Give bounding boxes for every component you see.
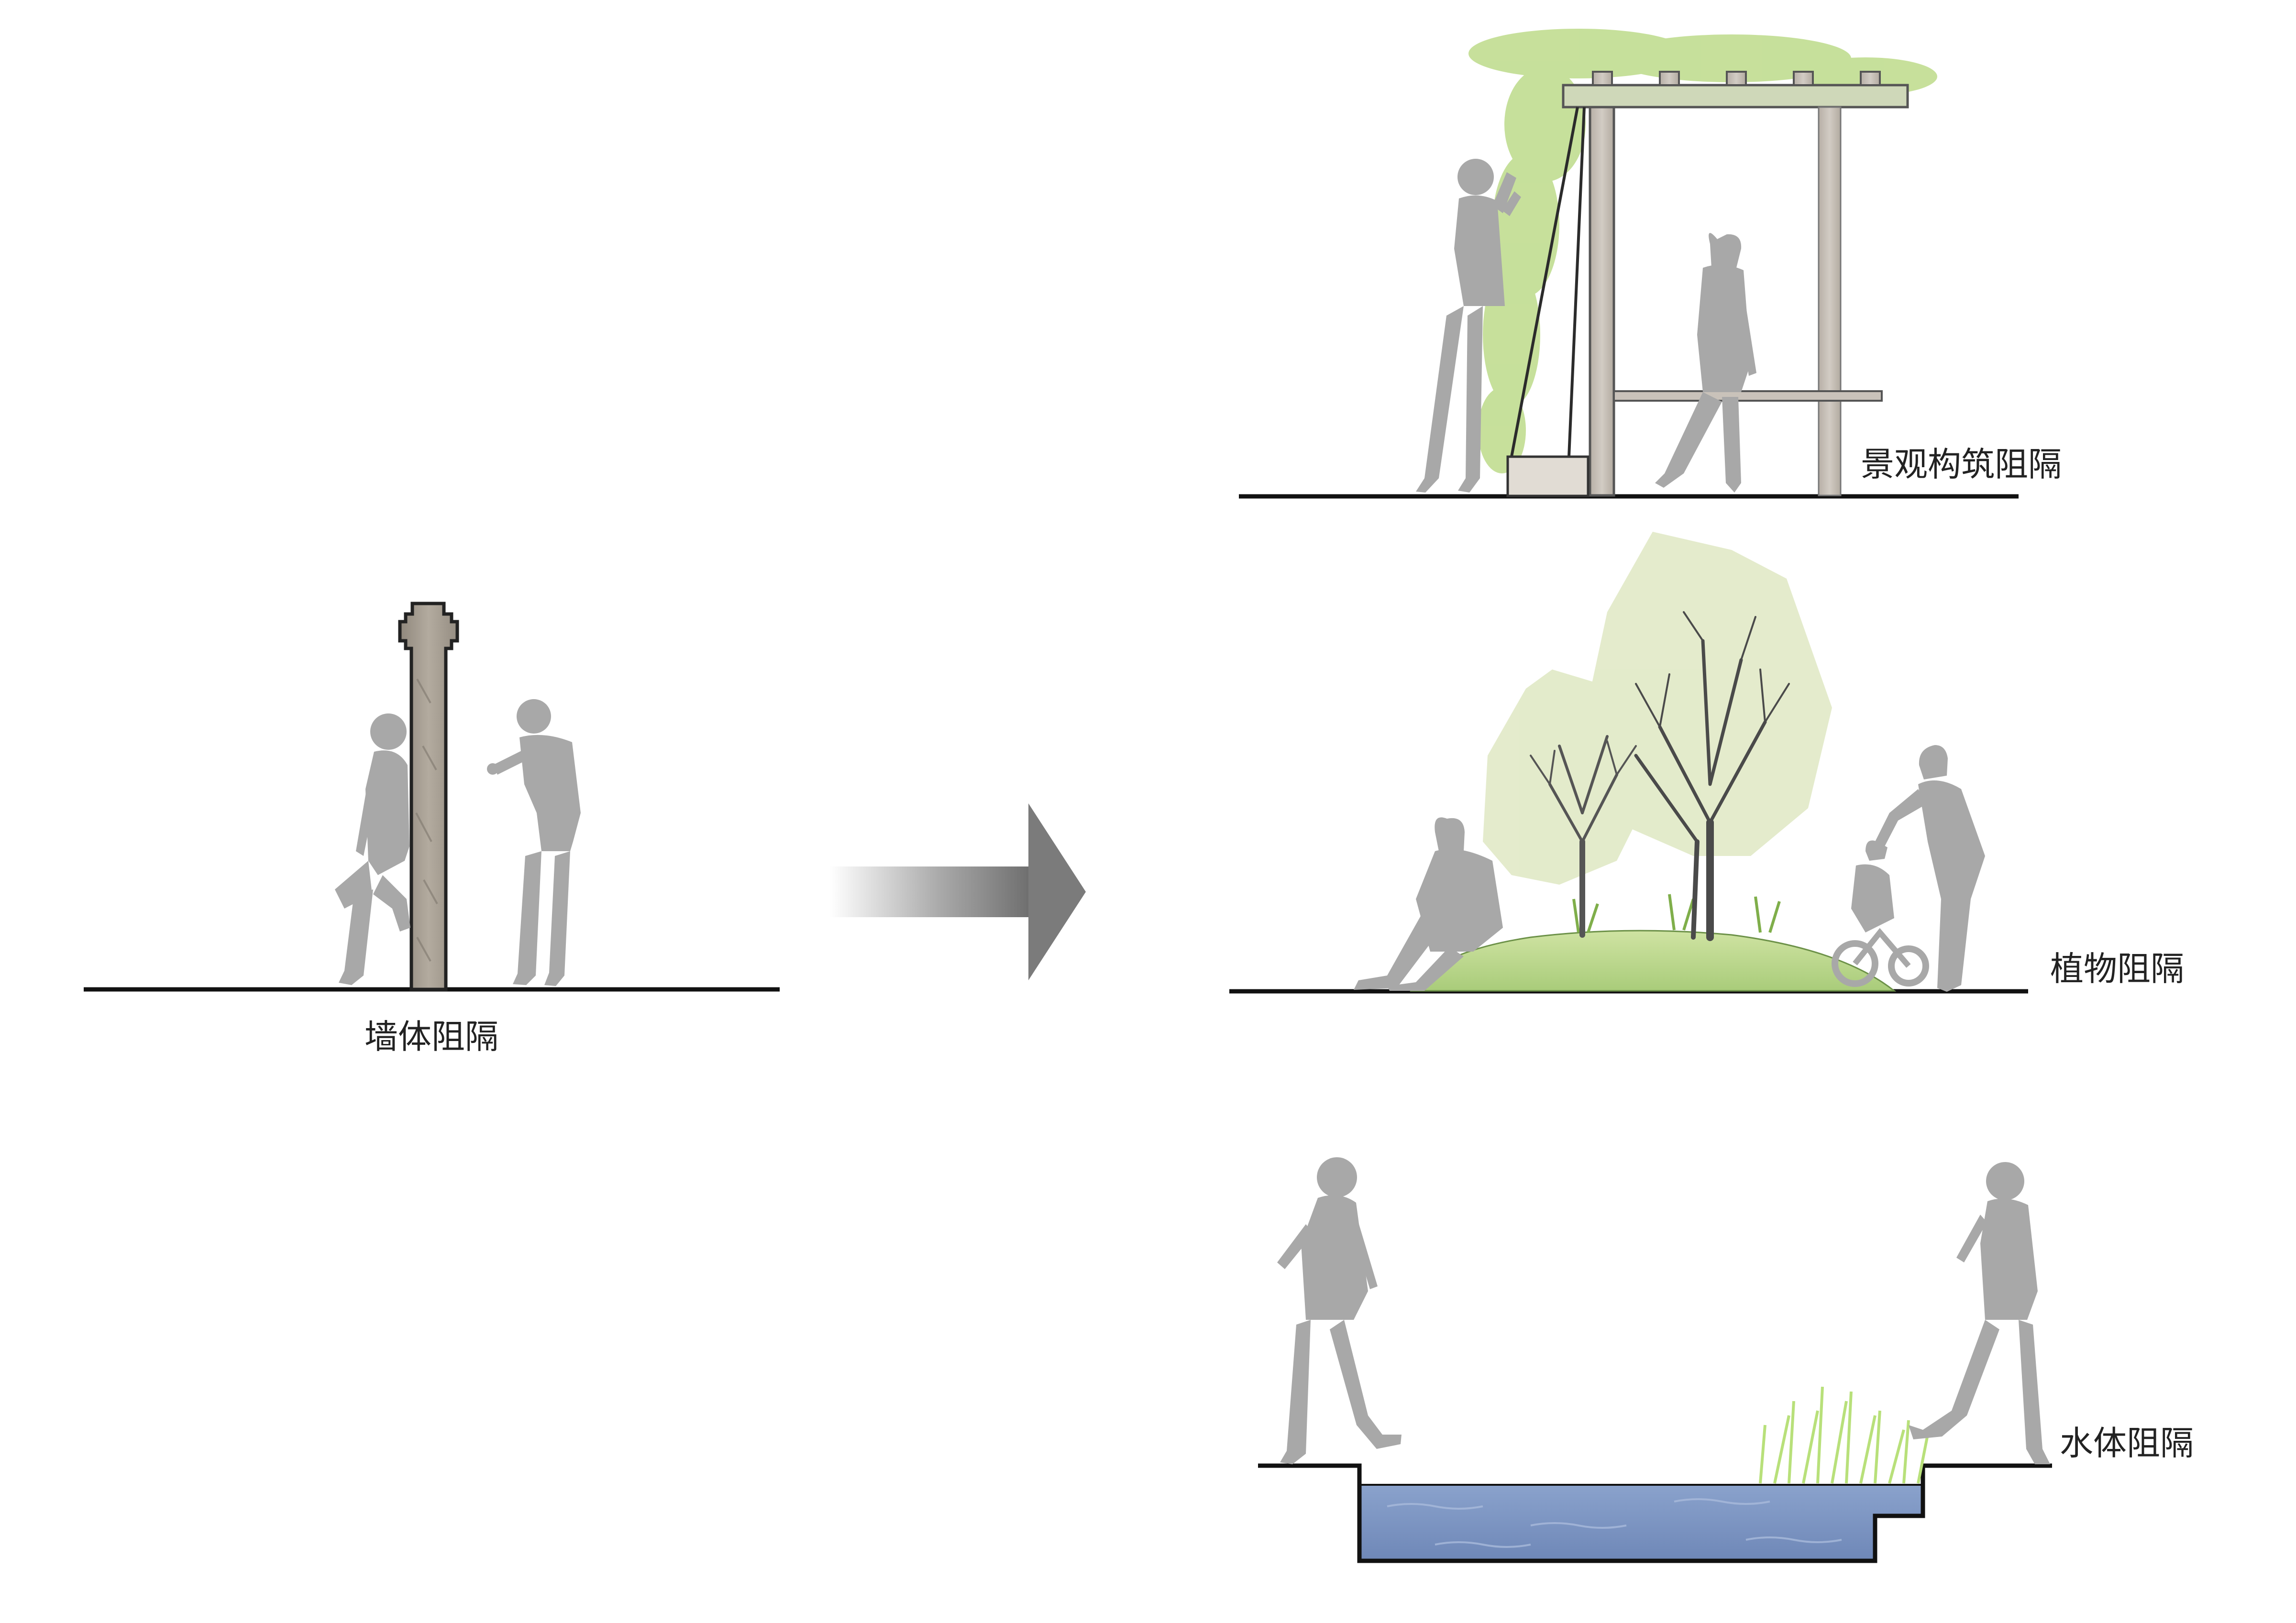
bare-tree-small: [1530, 735, 1637, 938]
transition-arrow-icon: [830, 803, 1086, 980]
caption-water: 水体阻隔: [2060, 1424, 2194, 1463]
water-body: [1359, 1485, 1923, 1559]
parent-with-child-on-bike: [1832, 745, 1985, 992]
caption-wall: 墙体阻隔: [364, 1017, 498, 1056]
tree-canopy-outlines: [1483, 532, 1832, 885]
vine-support-cables: [1510, 107, 1586, 457]
person-walking-right-bank: [1909, 1162, 2050, 1464]
pergola-bench: [1613, 390, 1883, 402]
planter-box: [1506, 455, 1590, 497]
plant-barrier-section: 植物阻隔: [1229, 532, 2184, 994]
caption-plants: 植物阻隔: [2050, 949, 2184, 988]
wall-barrier-section: 墙体阻隔: [84, 602, 780, 1056]
person-sitting-on-grass: [1354, 817, 1503, 991]
bare-tree-large: [1634, 611, 1790, 941]
person-seated-on-bench: [1655, 233, 1756, 493]
person-looking-at-phone: [487, 699, 581, 986]
water-ground-line: [1258, 1463, 2052, 1563]
waterside-reeds: [1759, 1386, 1929, 1484]
caption-structure: 景观构筑阻隔: [1861, 445, 2062, 484]
water-barrier-section: 水体阻隔: [1258, 1157, 2194, 1563]
person-walking-left-bank: [1277, 1157, 1402, 1464]
person-tending-vines: [1416, 159, 1521, 493]
structure-barrier-section: 景观构筑阻隔: [1239, 29, 2062, 499]
stone-wall-column: [398, 602, 459, 991]
pergola-posts: [1589, 106, 1842, 497]
water-ripples: [1387, 1498, 1842, 1548]
person-leaning-on-wall: [335, 713, 410, 985]
pergola-beam: [1562, 71, 1909, 109]
